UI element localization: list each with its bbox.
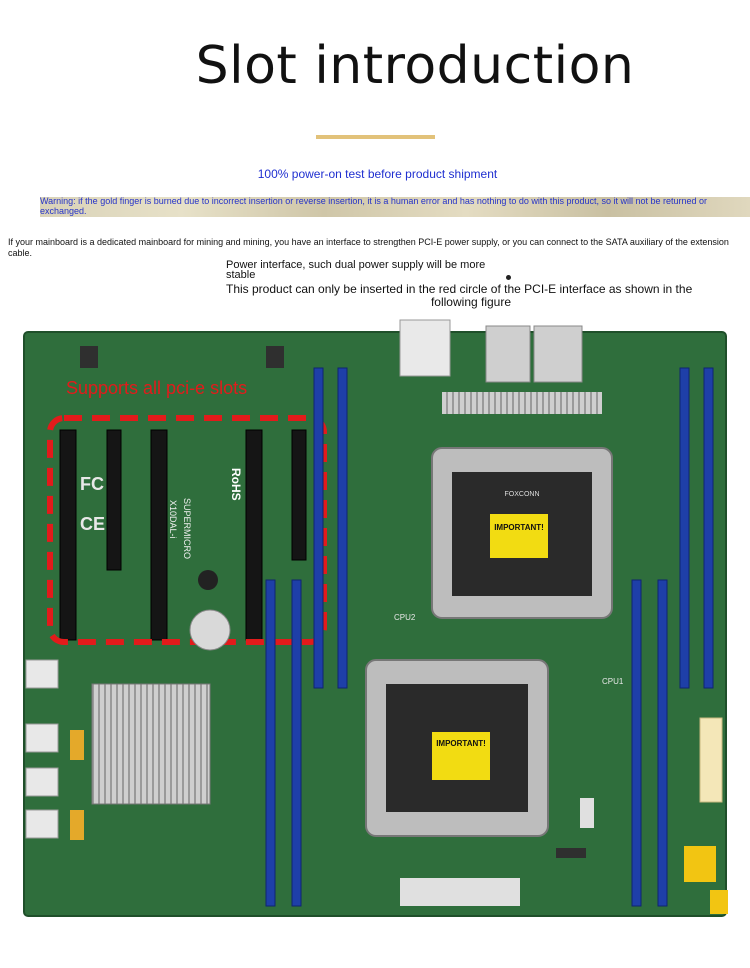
insertion-instruction: This product can only be inserted in the… xyxy=(226,283,716,309)
svg-text:RoHS: RoHS xyxy=(229,468,243,501)
cpu-socket-top: IMPORTANT! FOXCONN CPU2 xyxy=(394,447,613,622)
svg-text:FC: FC xyxy=(80,474,104,494)
insertion-line-2: following figure xyxy=(430,295,512,309)
svg-text:FOXCONN: FOXCONN xyxy=(505,491,540,498)
svg-text:CPU1: CPU1 xyxy=(602,677,624,686)
svg-text:CPU2: CPU2 xyxy=(394,613,416,622)
pcie-slots xyxy=(59,429,307,641)
power-on-test-notice: 100% power-on test before product shipme… xyxy=(257,167,498,181)
svg-text:SUPERMICRO: SUPERMICRO xyxy=(182,498,192,559)
svg-text:IMPORTANT!: IMPORTANT! xyxy=(436,739,486,748)
svg-text:CE: CE xyxy=(80,514,105,534)
dimm-slots xyxy=(265,367,714,907)
cpu-socket-bottom: IMPORTANT! CPU1 xyxy=(365,659,624,837)
power-interface-note: Power interface, such dual power supply … xyxy=(226,259,486,281)
svg-text:IMPORTANT!: IMPORTANT! xyxy=(494,523,544,532)
page-title: Slot introduction xyxy=(195,36,635,96)
bullet-dot xyxy=(506,275,511,280)
gold-finger-warning: Warning: if the gold finger is burned du… xyxy=(40,196,750,217)
mining-power-note: If your mainboard is a dedicated mainboa… xyxy=(8,237,729,258)
insertion-line-1: This product can only be inserted in the… xyxy=(226,282,693,296)
motherboard-image: Supports all pci-e slots FC CE RoHS SUPE… xyxy=(23,319,728,917)
pcie-callout: Supports all pci-e slots xyxy=(66,378,247,398)
svg-text:X10DAL-i: X10DAL-i xyxy=(168,500,178,539)
title-underline xyxy=(316,135,435,139)
pcie-highlight xyxy=(47,415,327,645)
chipset-heatsink xyxy=(91,683,211,805)
